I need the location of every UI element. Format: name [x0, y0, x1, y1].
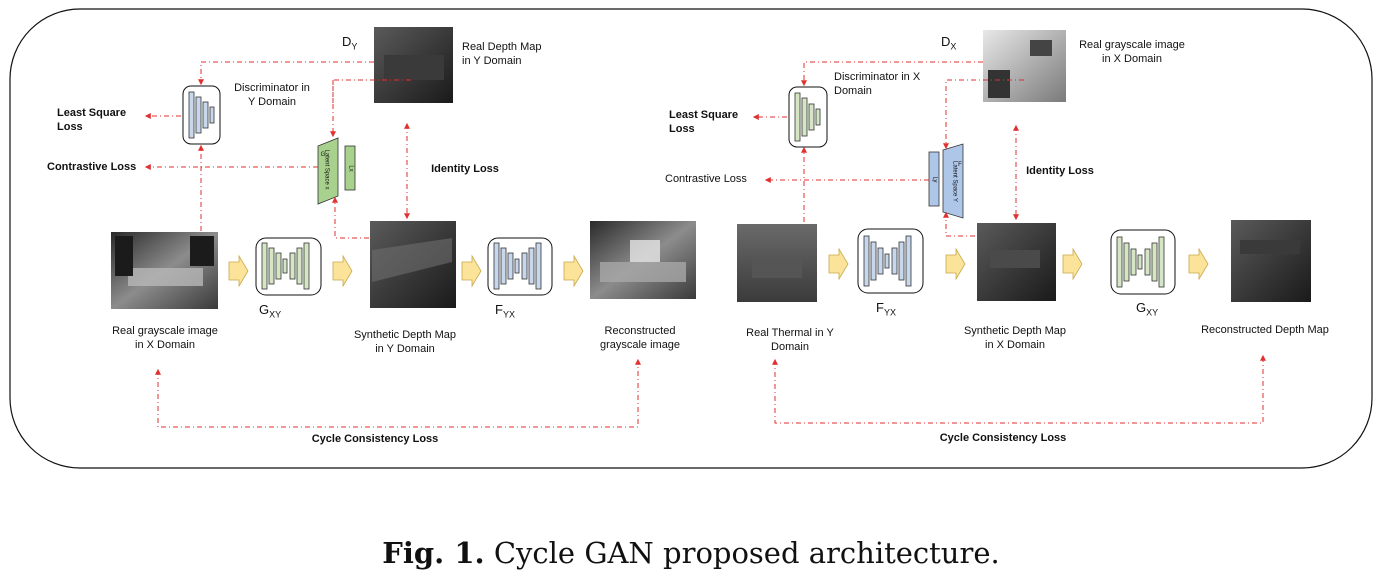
left-input-image [111, 232, 218, 309]
left-real-label: Real Depth Map in Y Domain [462, 41, 542, 67]
right-discriminator-network [788, 86, 828, 148]
left-cycle-loss: Cycle Consistency Loss [311, 433, 439, 445]
right-generator-sub: YX [883, 307, 896, 318]
right-disc-label: Discriminator in X Domain [834, 71, 921, 97]
right-inverse-symbol: GXY [1136, 300, 1158, 318]
right-disc-letter: D [941, 34, 951, 49]
right-least-square-loss: Least Square Loss [669, 109, 739, 135]
left-lx-label: Lx [347, 165, 354, 172]
left-least-square-loss: Least Square Loss [57, 107, 127, 133]
left-real-depth-image [374, 27, 453, 103]
left-latent-text: Latent Space x [323, 149, 330, 190]
right-generator-network [857, 228, 924, 294]
outer-frame [9, 8, 1373, 469]
left-input-label: Real grayscale image in X Domain [112, 325, 218, 351]
left-inverse-symbol: FYX [495, 302, 515, 320]
left-latent-top: G [320, 152, 326, 158]
right-inverse-generator-network [1110, 229, 1176, 295]
right-synthetic-label: Synthetic Depth Map in X Domain [963, 325, 1067, 351]
right-generator-letter: F [876, 300, 884, 315]
left-generator-network [255, 237, 322, 296]
left-contrastive-loss: Contrastive Loss [47, 161, 137, 173]
caption-text: Cycle GAN proposed architecture. [484, 536, 1000, 570]
left-generator-letter: G [259, 302, 270, 317]
left-generator-symbol: GXY [259, 302, 281, 320]
left-disc-label: Discriminator in Y Domain [234, 82, 310, 108]
right-latent-text: Latent Space Y [951, 161, 958, 202]
left-inverse-sub: YX [502, 309, 515, 320]
right-cycle-loss: Cycle Consistency Loss [939, 432, 1067, 444]
right-inverse-letter: G [1136, 300, 1147, 315]
right-ly-label: Ly [931, 176, 938, 183]
left-synthetic-depth-image [370, 221, 456, 308]
right-input-label: Real Thermal in Y Domain [746, 327, 834, 353]
right-flow-arrows [828, 247, 1209, 281]
right-latent-space-block [928, 143, 964, 219]
left-inverse-letter: F [495, 302, 503, 317]
left-reconstructed-image [590, 221, 696, 299]
left-inverse-generator-network [487, 237, 553, 296]
left-reconstructed-label: Reconstructed grayscale image [599, 325, 681, 351]
right-contrastive-loss: Contrastive Loss [665, 173, 747, 185]
left-generator-sub: XY [269, 309, 282, 320]
left-disc-sub: Y [351, 41, 358, 52]
right-inverse-sub: XY [1146, 307, 1159, 318]
left-loss-paths [144, 61, 641, 428]
right-synthetic-depth-image [977, 223, 1056, 301]
left-synthetic-label: Synthetic Depth Map in Y Domain [353, 329, 457, 355]
right-generator-symbol: FYX [876, 300, 896, 318]
right-disc-sub: X [950, 41, 957, 52]
left-flow-arrows [228, 254, 584, 288]
right-latent-top: F [958, 162, 962, 168]
right-input-image [737, 224, 817, 302]
right-disc-symbol: DX [941, 34, 956, 52]
right-identity-loss: Identity Loss [1026, 165, 1094, 177]
right-reconstructed-label: Reconstructed Depth Map [1201, 324, 1329, 336]
left-identity-loss: Identity Loss [431, 163, 499, 175]
right-real-grayscale-image [983, 30, 1066, 102]
right-real-label: Real grayscale image in X Domain [1079, 39, 1185, 65]
left-latent-space-block [317, 137, 356, 205]
right-loss-paths [752, 61, 1266, 424]
left-discriminator-network [182, 85, 221, 145]
left-disc-symbol: DY [342, 34, 357, 52]
caption-prefix: Fig. 1. [382, 536, 485, 570]
left-disc-letter: D [342, 34, 352, 49]
figure-caption: Fig. 1. Cycle GAN proposed architecture. [0, 536, 1382, 570]
right-reconstructed-image [1231, 220, 1311, 302]
